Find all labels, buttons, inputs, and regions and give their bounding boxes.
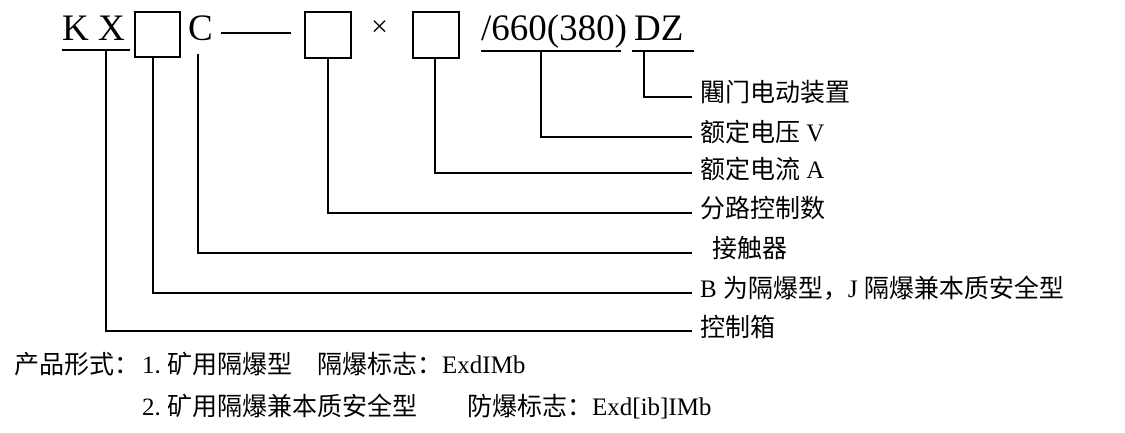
code-box-current: [412, 11, 460, 59]
leader-horizontal-control-box: [105, 330, 692, 332]
annotation-label-type-code: B 为隔爆型，J 隔爆兼本质安全型: [700, 276, 1064, 303]
annotation-label-contactor: 接触器: [712, 236, 788, 263]
leader-vertical-type-code: [152, 58, 154, 294]
annotation-label-branch-count: 分路控制数: [700, 196, 826, 223]
code-text-multiply: ×: [371, 10, 388, 43]
annotation-label-rated-voltage: 额定电压 V: [700, 120, 825, 147]
code-text-dz: DZ: [634, 8, 684, 49]
code-underline-kx: [62, 49, 130, 51]
note-line-1: 1. 矿用隔爆型 隔爆标志：ExdIMb: [142, 352, 526, 379]
code-text-c: C: [188, 8, 213, 49]
annotation-label-rated-current: 额定电流 A: [700, 157, 825, 184]
leader-vertical-branch-count: [327, 59, 329, 214]
annotation-label-valve-actuator: 闀门电动装置: [700, 80, 851, 107]
annotation-label-control-box: 控制箱: [700, 315, 776, 342]
leader-horizontal-rated-current: [434, 172, 692, 174]
note-line-2: 2. 矿用隔爆兼本质安全型 防爆标志：Exd[ib]IMb: [142, 394, 712, 421]
leader-horizontal-contactor: [197, 252, 692, 254]
code-box-branch-count: [304, 11, 352, 59]
code-text-voltage: /660(380): [481, 8, 627, 49]
code-underline-dz: [632, 50, 694, 52]
code-box-type: [134, 11, 181, 58]
code-text-kx: K X: [62, 8, 125, 49]
code-dash-separator: [221, 32, 291, 34]
leader-horizontal-rated-voltage: [540, 136, 692, 138]
leader-vertical-contactor: [197, 54, 199, 254]
leader-horizontal-valve-actuator: [643, 96, 692, 98]
leader-horizontal-branch-count: [327, 212, 692, 214]
code-underline-voltage: [481, 50, 621, 52]
leader-vertical-control-box: [105, 50, 107, 332]
note-prefix: 产品形式：: [14, 352, 140, 379]
leader-horizontal-type-code: [152, 292, 692, 294]
leader-vertical-rated-voltage: [540, 52, 542, 138]
leader-vertical-valve-actuator: [643, 52, 645, 98]
leader-vertical-rated-current: [434, 59, 436, 174]
